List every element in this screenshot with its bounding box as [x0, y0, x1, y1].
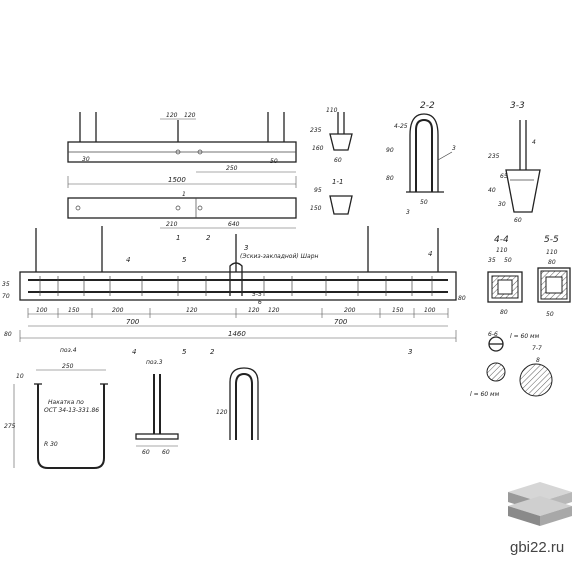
s11-dim-160: 160: [312, 145, 324, 152]
s33-dim-235: 235: [488, 153, 500, 160]
part4-note-2: ОСТ 34-13-331.86: [44, 407, 99, 414]
section-7-7-title: 7-7: [532, 345, 542, 352]
part4-note-1: Накатка по: [48, 399, 84, 406]
s66-l60: l = 60 мм: [510, 333, 540, 340]
s55-dim-50: 50: [546, 311, 554, 318]
s77-dim-8: 8: [536, 357, 540, 364]
dim-mid-6: 6: [258, 299, 262, 306]
partu-dim-120: 120: [216, 409, 228, 416]
dim-b1: 150: [68, 307, 80, 314]
section-3-3: 3-3 4 235 65 40 30 60: [488, 101, 541, 224]
s44-dim-110: 110: [496, 247, 508, 254]
section-6-6-7-7: 6-6 l = 60 мм 7-7 8 l = 60 мм: [470, 331, 553, 398]
dim-b0: 100: [36, 307, 48, 314]
cut-mark-5: 5: [182, 348, 187, 356]
s11-dim-110: 110: [326, 107, 338, 114]
part3-dim-60b: 60: [162, 449, 170, 456]
dim-mid-120: 120: [248, 307, 260, 314]
s22-dim-80: 80: [386, 175, 394, 182]
section-4-4: 4-4 110 35 50 80: [487, 235, 523, 316]
dim-b2: 200: [112, 307, 124, 314]
part-4: поз.4 250 Накатка по ОСТ 34-13-331.86 R …: [4, 347, 108, 469]
part4-dim-10: 10: [16, 373, 24, 380]
section-mark-1: 1: [176, 234, 180, 242]
part4-r30: R 30: [44, 441, 58, 448]
cut-mark-4: 4: [132, 348, 136, 356]
watermark-text: gbi22.ru: [510, 539, 564, 556]
section-5-5-title: 5-5: [544, 235, 559, 245]
dim-b4: 120: [268, 307, 280, 314]
part-4-title: поз.4: [60, 347, 77, 354]
s22-dim-425: 4-25: [394, 123, 408, 130]
note-hinge: (Эскиз-закладной) Шарн: [240, 253, 319, 260]
part4-dim-275: 275: [4, 423, 16, 430]
part4-dim-250: 250: [62, 363, 74, 370]
part-3: поз.3 60 60: [135, 359, 179, 456]
section-mark-4b: 4: [428, 250, 432, 258]
dim-b7: 100: [424, 307, 436, 314]
dim-50: 50: [270, 158, 278, 165]
dim-640: 640: [228, 221, 240, 228]
s22-mark-3: 3: [452, 145, 456, 152]
s33-dim-65: 65: [500, 173, 508, 180]
dim-b5: 200: [344, 307, 356, 314]
section-mark-4a: 4: [126, 256, 130, 264]
section-5-5: 5-5 110 50 80: [537, 235, 571, 318]
section-6-6-title: 6-6: [488, 331, 498, 338]
dim-1500: 1500: [168, 176, 186, 184]
s44-dim-35: 35: [488, 257, 496, 264]
section-4-4-title: 4-4: [494, 235, 509, 245]
dim-end-80a: 80: [4, 331, 12, 338]
s77-l60: l = 60 мм: [470, 391, 500, 398]
s55-dim-110: 110: [546, 249, 558, 256]
dim-210: 210: [166, 221, 178, 228]
section-mark-2: 2: [206, 234, 211, 242]
mark-1: 1: [182, 191, 186, 198]
part3-dim-60a: 60: [142, 449, 150, 456]
s55-dim-80: 80: [548, 259, 556, 266]
dim-mid-5: 5-5: [252, 291, 262, 298]
s22-mark-bottom: 3: [406, 209, 410, 216]
s11-dim-150: 150: [310, 205, 322, 212]
section-1-1-title: 1-1: [332, 178, 343, 186]
s33-dim-30: 30: [498, 201, 506, 208]
cut-mark-3: 3: [408, 348, 412, 356]
dim-700-right: 700: [334, 318, 348, 326]
s44-dim-80: 80: [500, 309, 508, 316]
site-logo: [508, 482, 572, 526]
dim-30: 30: [82, 156, 90, 163]
s22-dim-50: 50: [420, 199, 428, 206]
s11-dim-235: 235: [310, 127, 322, 134]
dim-700: 700: [126, 318, 140, 326]
section-mark-3: 3: [244, 244, 248, 252]
section-2-2-title: 2-2: [420, 101, 435, 111]
dim-120-left: 120: [166, 112, 178, 119]
part-3-title: поз.3: [146, 359, 163, 366]
s22-dim-90: 90: [386, 147, 394, 154]
s33-mark-4: 4: [532, 139, 536, 146]
s11-dim-95: 95: [314, 187, 322, 194]
s33-dim-60: 60: [514, 217, 522, 224]
dim-1460: 1460: [228, 330, 246, 338]
dim-end-80b: 80: [458, 295, 466, 302]
dim-120-right: 120: [184, 112, 196, 119]
s33-dim-40: 40: [488, 187, 496, 194]
cut-mark-2: 2: [210, 348, 215, 356]
part-u-loop: 120: [216, 367, 259, 440]
dim-left-70: 70: [2, 293, 10, 300]
section-2-2: 2-2 3 4-25 90 80 50 3: [386, 101, 456, 216]
s11-dim-60: 60: [334, 157, 342, 164]
top-view: 120 120 30 50 250 1500 1 210 640 1 2: [67, 112, 297, 242]
dim-left-35: 35: [2, 281, 10, 288]
main-view: (Эскиз-закладной) Шарн 4 5 3 4 35 70 120…: [2, 226, 466, 356]
section-3-3-title: 3-3: [510, 101, 525, 111]
dim-b6: 150: [392, 307, 404, 314]
section-mark-5: 5: [182, 256, 187, 264]
dim-250: 250: [226, 165, 238, 172]
section-1-1: 110 235 160 60 1-1 95 150: [310, 107, 353, 215]
dim-b3: 120: [186, 307, 198, 314]
s44-dim-50: 50: [504, 257, 512, 264]
